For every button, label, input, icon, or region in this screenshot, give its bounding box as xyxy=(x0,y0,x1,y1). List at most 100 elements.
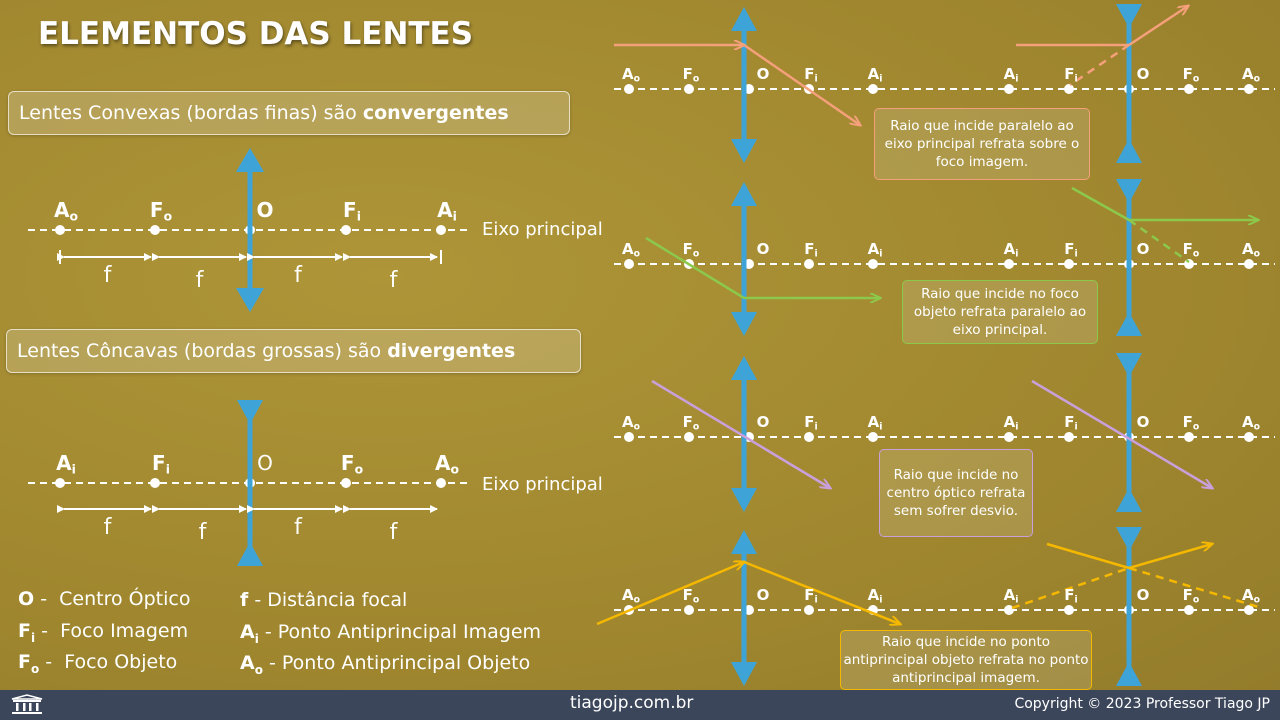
ray-orange-out-2 xyxy=(1128,6,1188,47)
axis-point-convex-1 xyxy=(150,225,160,235)
point-label: Ao xyxy=(622,586,640,606)
ray-green-in xyxy=(645,236,745,300)
point-label: Fo xyxy=(1183,65,1200,85)
point-label: Ao xyxy=(1242,413,1260,433)
point-label: Ao xyxy=(1242,65,1260,85)
callout-parallel-ray: Raio que incide paralelo ao eixo princip… xyxy=(874,108,1090,180)
lens-convex-row-0-top-arrow xyxy=(731,7,757,31)
callout-center-ray: Raio que incide no centro óptico refrata… xyxy=(879,449,1033,537)
convex-lens-box: Lentes Convexas (bordas finas) são conve… xyxy=(8,91,570,135)
lens-convex-row-1-top-arrow xyxy=(731,182,757,206)
axis-point xyxy=(684,432,694,442)
axis-label-convex: Eixo principal xyxy=(482,219,603,240)
axis-point xyxy=(624,432,634,442)
axis-point xyxy=(1244,84,1254,94)
callout-antiprincipal-ray: Raio que incide no ponto antiprincipal o… xyxy=(840,630,1092,690)
point-label: O xyxy=(757,413,770,431)
lens-concave-left-bottom-arrow xyxy=(237,542,263,566)
point-label-concave-0: Ai xyxy=(56,451,76,477)
callout-focus-text: Raio que incide no foco objeto refrata p… xyxy=(913,286,1087,338)
axis-point xyxy=(804,259,814,269)
point-label: Fi xyxy=(1064,240,1077,260)
axis-label-concave: Eixo principal xyxy=(482,474,603,495)
lens-concave-row-2-top-arrow xyxy=(1116,353,1142,377)
point-label-convex-1: Fo xyxy=(150,198,172,224)
axis-point xyxy=(868,259,878,269)
lens-concave-row-1-bottom-arrow xyxy=(1116,312,1142,336)
axis-point xyxy=(1004,605,1014,615)
axis-point xyxy=(1064,605,1074,615)
axis-point xyxy=(1064,84,1074,94)
ray-yellow-in-2 xyxy=(1046,542,1130,570)
lens-concave-row-3-top-arrow xyxy=(1116,527,1142,551)
footer-copyright: Copyright © 2023 Professor Tiago JP xyxy=(1014,696,1270,712)
point-label: Fi xyxy=(1064,413,1077,433)
point-label: Fo xyxy=(1183,240,1200,260)
ray-yellow-out xyxy=(743,560,900,624)
point-label: Fo xyxy=(683,240,700,260)
axis-point xyxy=(1064,259,1074,269)
point-label: O xyxy=(1137,240,1150,258)
point-label-convex-2: O xyxy=(256,198,273,222)
point-label: Fi xyxy=(1064,65,1077,85)
axis-point xyxy=(624,259,634,269)
point-label: Fi xyxy=(804,65,817,85)
axis-point-concave-0 xyxy=(55,478,65,488)
ray-yellow-out-2 xyxy=(1128,544,1212,570)
legend-distancia-focal: f - Distância focal xyxy=(240,589,408,611)
point-label: O xyxy=(757,586,770,604)
lens-convex-left-bottom-arrow xyxy=(236,288,264,312)
point-label: Fi xyxy=(804,413,817,433)
lens-concave-left-top-arrow xyxy=(237,400,263,424)
legend-foco-imagem: Fi - Foco Imagem xyxy=(18,620,189,645)
point-label: Ai xyxy=(1004,413,1019,433)
convex-box-text: Lentes Convexas (bordas finas) são xyxy=(19,102,363,124)
axis-point xyxy=(1004,432,1014,442)
background xyxy=(0,0,1280,690)
footer-site-link[interactable]: tiagojp.com.br xyxy=(570,693,694,713)
axis-point xyxy=(684,605,694,615)
concave-lens-box: Lentes Côncavas (bordas grossas) são div… xyxy=(6,329,581,373)
axis-point xyxy=(684,84,694,94)
focal-distance-label: f xyxy=(199,520,208,545)
lens-concave-row-1-top-arrow xyxy=(1116,179,1142,203)
lens-convex-row-1-bottom-arrow xyxy=(731,312,757,336)
ray-purple xyxy=(651,379,830,488)
point-label: Ao xyxy=(1242,240,1260,260)
axis-point xyxy=(868,84,878,94)
point-label: Ao xyxy=(1242,586,1260,606)
point-label: Ao xyxy=(622,413,640,433)
axis-point xyxy=(1184,84,1194,94)
point-label-concave-3: Fo xyxy=(341,451,363,477)
callout-parallel-text: Raio que incide paralelo ao eixo princip… xyxy=(884,118,1080,170)
lens-convex-row-2-bottom-arrow xyxy=(731,488,757,512)
point-label: O xyxy=(1137,413,1150,431)
focal-distance-label: f xyxy=(294,263,303,288)
legend-antiprincipal-objeto: Ao - Ponto Antiprincipal Objeto xyxy=(240,652,531,677)
point-label: Fo xyxy=(683,65,700,85)
point-label: Ai xyxy=(868,240,883,260)
point-label: Ai xyxy=(1004,586,1019,606)
page-title: ELEMENTOS DAS LENTES xyxy=(38,16,474,52)
point-label: Ai xyxy=(868,65,883,85)
point-label-convex-0: Ao xyxy=(54,198,78,224)
focal-distance-label: f xyxy=(104,263,113,288)
axis-point xyxy=(1064,432,1074,442)
axis-point xyxy=(624,84,634,94)
temple-logo-icon xyxy=(11,694,43,714)
lens-convex-row-3-top-arrow xyxy=(731,530,757,554)
ray-green-virtual xyxy=(1128,218,1190,264)
lens-convex-left-top-arrow xyxy=(236,148,264,172)
lens-convex-row-3-bottom-arrow xyxy=(731,662,757,686)
point-label: Fo xyxy=(1183,413,1200,433)
lens-concave-row-0-bottom-arrow xyxy=(1116,139,1142,163)
point-label: Ai xyxy=(868,586,883,606)
point-label: Fo xyxy=(683,413,700,433)
ray-yellow-in xyxy=(596,562,744,626)
point-label: Ao xyxy=(622,240,640,260)
axis-point-convex-3 xyxy=(341,225,351,235)
focal-distance-label: f xyxy=(104,515,113,540)
callout-center-text: Raio que incide no centro óptico refrata… xyxy=(886,467,1026,519)
axis-point xyxy=(1184,432,1194,442)
